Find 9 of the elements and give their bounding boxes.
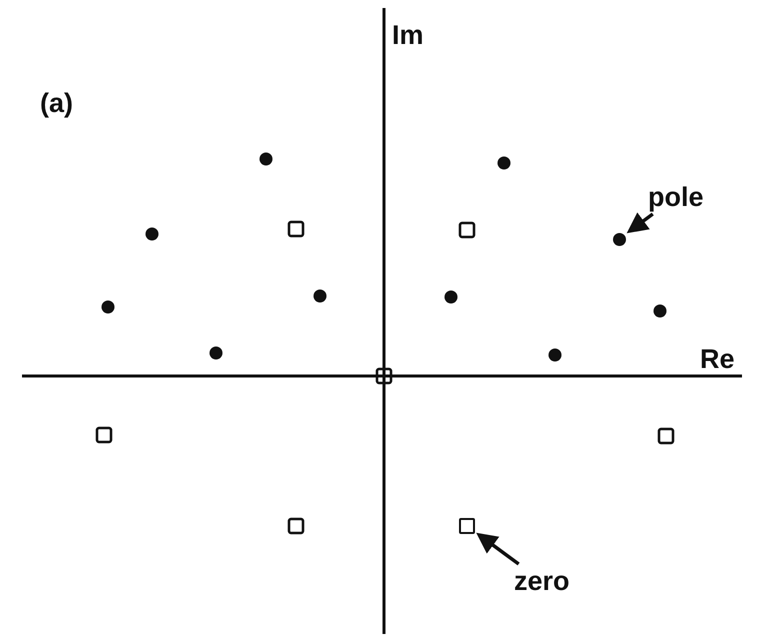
panel-label: (a) xyxy=(40,88,73,118)
zero-marker xyxy=(459,518,475,534)
pole-marker xyxy=(612,232,626,246)
annotation-text: pole xyxy=(648,182,704,212)
leader-arrow xyxy=(626,212,654,234)
annotation-text: zero xyxy=(514,566,570,596)
axis-label: Im xyxy=(392,20,424,50)
leader-arrow xyxy=(476,532,520,566)
axis-label: Re xyxy=(700,344,735,374)
